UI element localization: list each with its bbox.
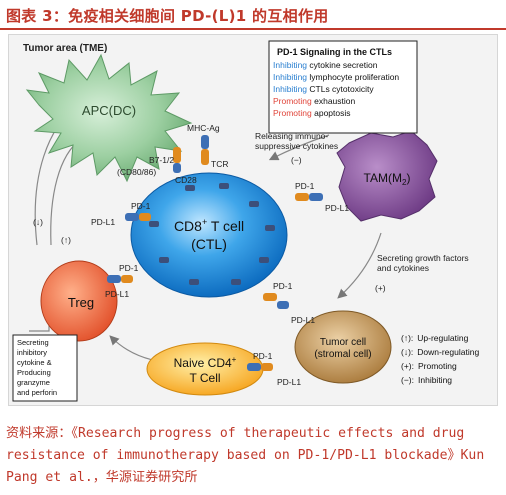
- signaling-box: PD-1 Signaling in the CTLs Inhibiting cy…: [268, 40, 418, 134]
- tumor-label-line1: Tumor cell: [320, 337, 366, 348]
- svg-text:Producing: Producing: [17, 368, 51, 377]
- figure-title: 图表 3：免疫相关细胞间 PD-(L)1 的互相作用: [6, 7, 329, 25]
- tme-label: Tumor area (TME): [23, 43, 107, 54]
- diagram-svg: Tumor area (TME) APC(DC) TAM(M2) CD8+ T …: [12, 40, 479, 402]
- svg-text:(+): (+): [375, 283, 386, 293]
- signal-item: Promoting apoptosis: [273, 108, 351, 118]
- svg-text:inhibitory: inhibitory: [17, 348, 47, 357]
- svg-text:PD-L1: PD-L1: [277, 377, 301, 387]
- svg-text:PD-1: PD-1: [131, 201, 151, 211]
- svg-text:and perforin: and perforin: [17, 388, 57, 397]
- diagram-panel: Tumor area (TME) APC(DC) TAM(M2) CD8+ T …: [8, 34, 498, 406]
- svg-text:(↓):Down-regulating: (↓):Down-regulating: [401, 347, 479, 357]
- svg-text:PD-L1: PD-L1: [91, 217, 115, 227]
- svg-text:PD-1 Signaling in the CTLs: PD-1 Signaling in the CTLs: [277, 47, 392, 57]
- receptor-pairs: [107, 135, 323, 371]
- figure-header: 图表 3：免疫相关细胞间 PD-(L)1 的互相作用: [0, 0, 506, 30]
- ctl-cell: CD8+ T cell (CTL): [130, 172, 288, 298]
- svg-text:PD-L1: PD-L1: [325, 203, 349, 213]
- svg-text:PD-1: PD-1: [119, 263, 139, 273]
- ctl-label-line1: CD8+ T cell: [174, 217, 244, 234]
- treg-secreting-box: Secreting inhibitory cytokine & Producin…: [12, 334, 78, 402]
- svg-text:(↑): (↑): [61, 235, 71, 245]
- svg-text:and cytokines: and cytokines: [377, 263, 429, 273]
- svg-text:(CD80/86): (CD80/86): [117, 167, 156, 177]
- signal-item: Inhibiting CTLs cytotoxicity: [273, 84, 374, 94]
- svg-text:(−): (−): [291, 155, 302, 165]
- svg-text:B7-1/2: B7-1/2: [149, 155, 174, 165]
- svg-text:PD-L1: PD-L1: [105, 289, 129, 299]
- apc-label: APC(DC): [82, 103, 136, 118]
- svg-text:PD-1: PD-1: [295, 181, 315, 191]
- apc-cell: APC(DC): [25, 53, 193, 183]
- treg-label: Treg: [68, 295, 94, 310]
- svg-text:PD-1: PD-1: [273, 281, 293, 291]
- svg-text:(↓): (↓): [33, 217, 43, 227]
- svg-text:PD-1: PD-1: [253, 351, 273, 361]
- signal-item: Inhibiting cytokine secretion: [273, 60, 378, 70]
- tam-label: TAM(M2): [364, 171, 411, 187]
- svg-text:granzyme: granzyme: [17, 378, 50, 387]
- svg-text:MHC-Ag: MHC-Ag: [187, 123, 220, 133]
- svg-text:Secreting growth factors: Secreting growth factors: [377, 253, 469, 263]
- svg-text:Secreting: Secreting: [17, 338, 49, 347]
- svg-text:TCR: TCR: [211, 159, 228, 169]
- svg-text:(+):Promoting: (+):Promoting: [401, 361, 457, 371]
- molecule-labels: MHC-Ag TCR B7-1/2 (CD80/86) CD28 PD-1 PD…: [91, 123, 349, 387]
- svg-text:Releasing immuno-: Releasing immuno-: [255, 131, 328, 141]
- tam-cell: TAM(M2): [336, 130, 438, 222]
- signal-item: Promoting exhaustion: [273, 96, 355, 106]
- svg-text:CD28: CD28: [175, 175, 197, 185]
- svg-text:(−):Inhibiting: (−):Inhibiting: [401, 375, 452, 385]
- naive-label-line1: Naive CD4+: [174, 355, 237, 370]
- source-citation: 资料来源：《Research progress of therapeutic e…: [6, 426, 485, 485]
- ctl-label-line2: (CTL): [191, 236, 227, 252]
- svg-text:cytokine &: cytokine &: [17, 358, 52, 367]
- naive-label-line2: T Cell: [189, 371, 220, 385]
- annotations: Releasing immuno- suppressive cytokines …: [33, 131, 469, 293]
- svg-text:PD-L1: PD-L1: [291, 315, 315, 325]
- svg-text:suppressive cytokines: suppressive cytokines: [255, 141, 338, 151]
- svg-text:(↑):Up-regulating: (↑):Up-regulating: [401, 333, 469, 343]
- signal-item: Inhibiting lymphocyte proliferation: [273, 72, 399, 82]
- tumor-cell: Tumor cell (stromal cell): [294, 310, 392, 384]
- tumor-label-line2: (stromal cell): [314, 349, 371, 360]
- naive-cd4-cell: Naive CD4+ T Cell: [146, 342, 264, 396]
- legend: (↑):Up-regulating (↓):Down-regulating (+…: [401, 333, 479, 385]
- intracellular-receptors: [149, 183, 275, 285]
- treg-cell: Treg: [40, 260, 118, 342]
